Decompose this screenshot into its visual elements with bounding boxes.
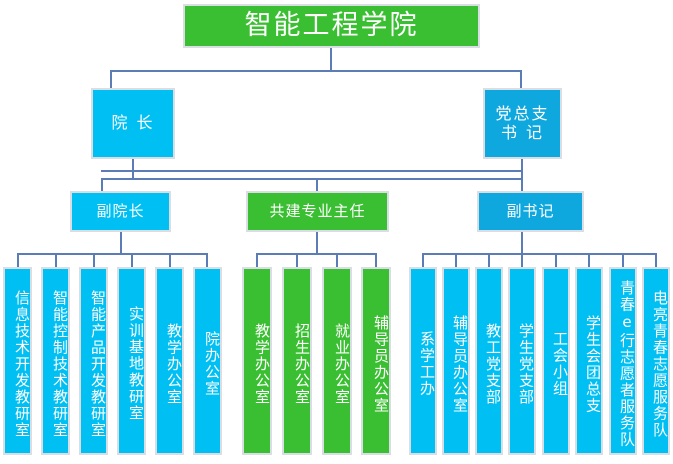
org-title-label: 智能工程学院 [244,10,419,42]
node-party-secretary[interactable]: 党总支 书 记 [483,88,562,159]
node-joint-major-director-label: 共建专业主任 [269,201,366,220]
connector-level3-bus-right [101,170,522,172]
leaf-label: 信息技术开发教研室 [13,289,31,439]
leaf-label: 智能产品开发教研室 [89,289,107,439]
leaf-label: 学生党支部 [517,322,535,406]
leaf-node[interactable]: 教学办公室 [155,267,184,455]
connector-dean-stem [132,159,134,180]
connector-joint-major-stem [316,232,318,254]
leaf-node[interactable]: 院办公室 [193,267,222,455]
connector-vice-dean-child-6 [206,253,208,268]
node-vice-secretary[interactable]: 副书记 [477,191,584,232]
connector-vice-dean-child-2 [55,253,57,268]
leaf-label: 教学办公室 [253,322,271,406]
connector-vice-secretary-child-8 [655,253,657,268]
leaf-label: 学生会团总支 [584,314,602,414]
leaf-node[interactable]: 智能控制技术教研室 [41,267,70,455]
leaf-label: 院办公室 [203,331,221,397]
leaf-label: 教学办公室 [165,322,183,406]
connector-vice-secretary-child-1 [422,253,424,268]
connector-vice-secretary-child-7 [622,253,624,268]
leaf-node[interactable]: 电亮青春志愿服务队 [642,267,670,455]
connector-vice-secretary-child-2 [455,253,457,268]
connector-title-stem [330,48,332,71]
connector-vice-dean-child-3 [93,253,95,268]
connector-joint-major-child-2 [296,253,298,268]
connector-level3-bus-left [101,178,521,180]
leaf-node[interactable]: 工会小组 [542,267,570,455]
leaf-node[interactable]: 信息技术开发教研室 [3,267,32,455]
node-vice-dean[interactable]: 副院长 [70,191,171,232]
leaf-node[interactable]: 智能产品开发教研室 [79,267,108,455]
leaf-node[interactable]: 青春e行志愿者服务队 [609,267,637,455]
leaf-label: 工会小组 [551,331,569,397]
leaf-label: 青春e行志愿者服务队 [618,280,636,448]
leaf-node[interactable]: 系学工办 [409,267,437,455]
connector-to-vice-dean [101,178,103,192]
connector-vice-secretary-child-3 [488,253,490,268]
leaf-node[interactable]: 招生办公室 [282,267,312,455]
leaf-node[interactable]: 就业办公室 [322,267,352,455]
leaf-label: 辅导员办公室 [372,314,390,414]
leaf-node[interactable]: 教学办公室 [242,267,272,455]
org-title-node[interactable]: 智能工程学院 [183,4,480,48]
node-dean-label: 院 长 [111,113,155,133]
connector-to-joint-major-director [316,178,318,192]
connector-to-party-secretary [520,70,522,89]
connector-level2-bus [110,70,522,72]
leaf-node[interactable]: 辅导员办公室 [361,267,391,455]
connector-to-dean [110,70,112,89]
leaf-node[interactable]: 实训基地教研室 [117,267,146,455]
connector-party-secretary-stem [521,159,523,192]
node-vice-dean-label: 副院长 [96,201,145,220]
leaf-node[interactable]: 学生党支部 [508,267,536,455]
connector-joint-major-bus [256,253,376,255]
connector-joint-major-child-1 [256,253,258,268]
leaf-label: 电亮青春志愿服务队 [651,289,669,439]
connector-vice-secretary-bus [422,253,656,255]
connector-vice-secretary-child-6 [588,253,590,268]
connector-vice-dean-stem [120,232,122,254]
leaf-label: 教工党支部 [484,322,502,406]
connector-joint-major-child-4 [375,253,377,268]
leaf-label: 系学工办 [418,331,436,397]
leaf-label: 辅导员办公室 [451,314,469,414]
connector-vice-secretary-child-5 [555,253,557,268]
connector-vice-dean-bus [17,253,206,255]
leaf-label: 智能控制技术教研室 [51,289,69,439]
leaf-node[interactable]: 辅导员办公室 [442,267,470,455]
node-dean[interactable]: 院 长 [91,88,175,159]
leaf-node[interactable]: 教工党支部 [475,267,503,455]
leaf-label: 实训基地教研室 [127,306,145,422]
connector-vice-dean-child-4 [131,253,133,268]
connector-vice-dean-child-1 [17,253,19,268]
node-joint-major-director[interactable]: 共建专业主任 [246,191,389,232]
connector-joint-major-child-3 [336,253,338,268]
node-vice-secretary-label: 副书记 [506,201,555,220]
leaf-node[interactable]: 学生会团总支 [575,267,603,455]
connector-vice-secretary-child-4 [521,253,523,268]
node-party-secretary-label: 党总支 书 记 [495,103,550,142]
connector-vice-secretary-stem [521,232,523,254]
connector-vice-dean-child-5 [169,253,171,268]
leaf-label: 就业办公室 [333,322,351,406]
leaf-label: 招生办公室 [293,322,311,406]
